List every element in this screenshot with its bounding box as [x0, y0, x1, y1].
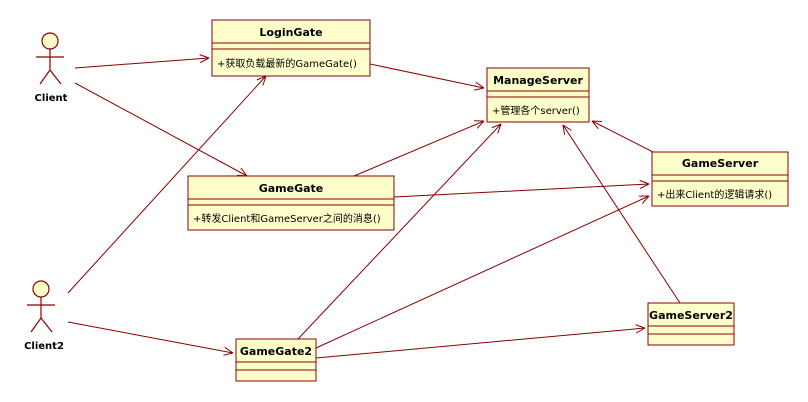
class-gameserver2[interactable]: GameServer2: [647, 302, 735, 346]
association-gamegate-to-gameserver: [393, 183, 650, 198]
association-gamegate2-to-manageserver: [297, 123, 502, 340]
arrowhead-icon: [240, 167, 248, 177]
arrowhead-icon: [475, 81, 485, 89]
arrowhead-icon: [474, 87, 485, 91]
arrowhead-icon: [224, 346, 234, 354]
arrowhead-icon: [562, 124, 572, 131]
association-gamegate2-to-gameserver2: [315, 327, 646, 359]
arrowhead-icon: [199, 54, 210, 59]
association-client2-to-logingate: [67, 75, 267, 294]
actor-right-leg: [40, 317, 53, 333]
actor-head-icon: [32, 280, 50, 298]
arrowhead-icon: [491, 123, 502, 129]
class-name: LoginGate: [259, 26, 322, 39]
class-name: GameGate2: [240, 345, 312, 358]
class-name: ManageServer: [493, 74, 583, 87]
arrowhead-icon: [636, 327, 646, 334]
class-box: [211, 19, 371, 77]
actor-left-leg: [30, 317, 42, 333]
arrowhead-icon: [639, 183, 650, 189]
association-edges: [67, 54, 681, 359]
class-gameserver[interactable]: GameServer +出来Client的逻辑请求(): [651, 151, 789, 207]
class-operation: +获取负载最新的GameGate(): [217, 57, 357, 70]
class-box: [235, 338, 317, 382]
class-box: [651, 151, 789, 207]
arrowhead-icon: [639, 179, 650, 185]
diagram-nodes: Client Client2 LoginGate +获取负载最新的GameGat…: [24, 19, 789, 382]
arrowhead-icon: [476, 120, 485, 129]
association-client2-to-gamegate2: [67, 321, 234, 354]
class-name: GameServer2: [649, 309, 733, 322]
association-client-to-logingate: [74, 57, 210, 69]
arrowhead-icon: [635, 324, 646, 329]
class-manageserver[interactable]: ManageServer +管理各个server(): [486, 67, 590, 123]
class-operation: +转发Client和GameServer之间的消息(): [193, 212, 381, 225]
class-logingate[interactable]: LoginGate +获取负载最新的GameGate(): [211, 19, 371, 77]
class-operation: +管理各个server(): [492, 104, 580, 117]
arrowhead-icon: [591, 120, 603, 123]
class-box: [187, 175, 395, 231]
class-box: [486, 67, 590, 123]
class-box: [647, 302, 735, 346]
actor-right-leg: [49, 69, 62, 85]
class-operation: +出来Client的逻辑请求(): [657, 188, 772, 201]
association-logingate-to-manageserver: [369, 63, 485, 89]
arrowhead-icon: [256, 75, 267, 81]
actor-client2[interactable]: Client2: [24, 280, 64, 352]
arrowhead-icon: [262, 75, 267, 86]
actor-client[interactable]: Client: [35, 32, 68, 104]
actor-label: Client: [35, 93, 68, 104]
arrowhead-icon: [199, 57, 210, 64]
arrowhead-icon: [591, 120, 599, 130]
association-gameserver-to-manageserver: [591, 120, 654, 153]
actor-left-leg: [39, 69, 51, 85]
class-gamegate[interactable]: GameGate +转发Client和GameServer之间的消息(): [187, 175, 395, 231]
association-client-to-gamegate: [74, 82, 248, 177]
association-gamegate-to-manageserver: [353, 120, 485, 177]
actor-head-icon: [41, 32, 59, 50]
actor-label: Client2: [24, 341, 64, 352]
class-name: GameGate: [259, 182, 324, 195]
arrowhead-icon: [223, 352, 234, 356]
arrowhead-icon: [497, 123, 502, 134]
arrowhead-icon: [562, 124, 566, 135]
arrowhead-icon: [642, 195, 650, 204]
class-gamegate2[interactable]: GameGate2: [235, 338, 317, 382]
association-gameserver2-to-manageserver: [562, 124, 681, 304]
association-gamegate2-to-gameserver: [315, 195, 650, 349]
class-name: GameServer: [682, 157, 759, 170]
